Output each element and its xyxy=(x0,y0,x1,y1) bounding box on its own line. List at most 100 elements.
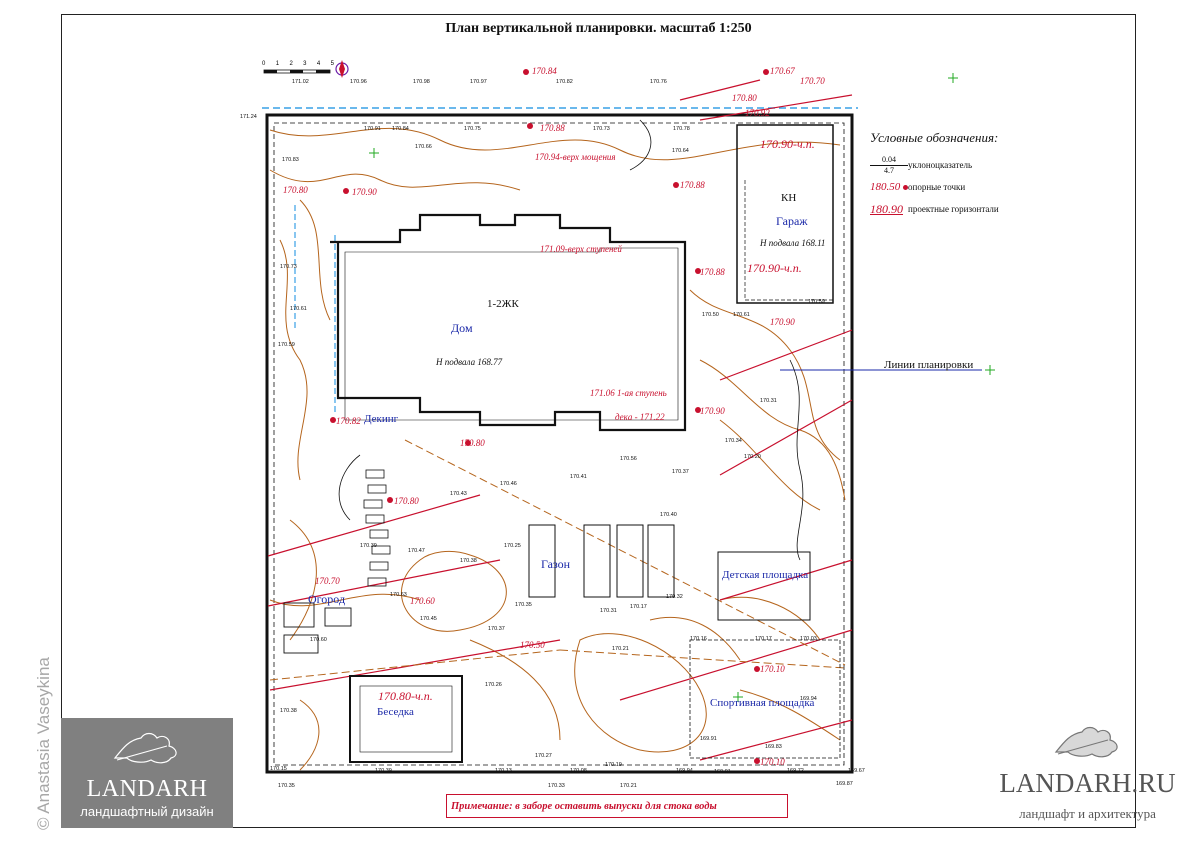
svg-text:169.91: 169.91 xyxy=(700,736,717,742)
svg-text:171.24: 171.24 xyxy=(240,114,257,120)
drain-lines xyxy=(269,439,846,681)
svg-text:170.61: 170.61 xyxy=(733,312,750,318)
lawn-label: Газон xyxy=(541,557,571,571)
legend-point-label: опорные точки xyxy=(908,182,966,192)
scale-tick: 2 xyxy=(289,61,293,67)
note-frame xyxy=(446,794,788,818)
svg-text:170.21: 170.21 xyxy=(620,783,637,789)
sport-area-outline xyxy=(689,639,841,759)
legend-slope-bottom: 4.7 xyxy=(884,165,894,175)
svg-text:170.35: 170.35 xyxy=(515,602,532,608)
svg-text:169.67: 169.67 xyxy=(848,768,865,774)
drawing-sheet: План вертикальной планировки. масштаб 1:… xyxy=(61,14,1136,828)
svg-text:170.33: 170.33 xyxy=(548,783,565,789)
svg-text:170.32: 170.32 xyxy=(666,594,683,600)
steps-top-mark-2: 171.09-верх ступеней xyxy=(540,244,622,254)
svg-text:170.26: 170.26 xyxy=(485,682,502,688)
svg-text:170.10: 170.10 xyxy=(760,757,785,767)
contour-lines xyxy=(269,127,846,771)
svg-text:170.08: 170.08 xyxy=(570,768,587,774)
svg-text:169.94: 169.94 xyxy=(800,696,817,702)
svg-text:170.90: 170.90 xyxy=(352,187,377,197)
svg-text:170.73: 170.73 xyxy=(280,264,297,270)
svg-text:170.40: 170.40 xyxy=(660,512,677,518)
svg-text:170.88: 170.88 xyxy=(540,123,565,133)
svg-text:170.43: 170.43 xyxy=(450,491,467,497)
svg-text:170.47: 170.47 xyxy=(408,548,425,554)
svg-text:171.02: 171.02 xyxy=(292,79,309,85)
svg-text:170.84: 170.84 xyxy=(532,66,557,76)
svg-text:170.19: 170.19 xyxy=(605,762,622,768)
svg-text:170.56: 170.56 xyxy=(620,456,637,462)
svg-text:170.78: 170.78 xyxy=(673,126,690,132)
svg-text:170.66: 170.66 xyxy=(415,144,432,150)
svg-text:169.91: 169.91 xyxy=(714,769,731,775)
svg-text:169.72: 169.72 xyxy=(787,768,804,774)
brand-right-name: LANDARH.RU xyxy=(999,768,1176,798)
playground-outline xyxy=(717,551,811,621)
svg-text:170.80: 170.80 xyxy=(460,438,485,448)
svg-text:170.10: 170.10 xyxy=(760,664,785,674)
brand-left: LANDARH ландшафтный дизайн xyxy=(61,718,233,828)
svg-text:170.03: 170.03 xyxy=(800,636,817,642)
garden-beds xyxy=(283,602,352,654)
house-code: 1-2ЖК xyxy=(487,298,519,310)
garage-ground-mark: Н подвала 168.11 xyxy=(760,238,826,248)
oak-leaf-icon xyxy=(113,732,177,764)
scale-tick: 5 xyxy=(330,61,334,67)
svg-text:170.15: 170.15 xyxy=(270,766,287,772)
planning-lines-label: Линии планировки xyxy=(884,359,974,371)
brand-right-sub: ландшафт и архитектура xyxy=(1019,806,1156,821)
svg-text:170.45: 170.45 xyxy=(420,616,437,622)
svg-text:170.75: 170.75 xyxy=(464,126,481,132)
svg-text:170.83: 170.83 xyxy=(282,157,299,163)
svg-text:170.21: 170.21 xyxy=(612,646,629,652)
plan-title: План вертикальной планировки. масштаб 1:… xyxy=(445,21,752,36)
svg-text:170.82: 170.82 xyxy=(336,416,361,426)
svg-text:170.70: 170.70 xyxy=(800,76,825,86)
svg-text:170.37: 170.37 xyxy=(672,469,689,475)
svg-text:170.16: 170.16 xyxy=(690,636,707,642)
legend-row-horizontals: 180.90 проектные горизонтали xyxy=(870,198,1000,220)
legend-row-slope: 0.04 4.7 уклоноцказатель xyxy=(870,154,1000,176)
legend: Условные обозначения: 0.04 4.7 уклоноцка… xyxy=(870,130,1000,220)
scale-tick: 0 xyxy=(262,61,266,67)
svg-text:170.59: 170.59 xyxy=(278,342,295,348)
svg-text:170.25: 170.25 xyxy=(504,543,521,549)
svg-text:170.50: 170.50 xyxy=(702,312,719,318)
svg-text:170.39: 170.39 xyxy=(375,768,392,774)
red-dot-icon xyxy=(903,185,908,190)
legend-slope-top: 0.04 xyxy=(870,155,908,166)
svg-text:170.88: 170.88 xyxy=(680,180,705,190)
garden-label: Огород xyxy=(308,592,346,606)
gazebo-level: 170.80-ч.п. xyxy=(378,689,433,703)
svg-text:170.97: 170.97 xyxy=(470,79,487,85)
site-boundary xyxy=(265,113,854,774)
svg-text:170.60: 170.60 xyxy=(410,596,435,606)
garage-level-top: 170.90-ч.п. xyxy=(760,137,815,151)
copyright-watermark: © Anastasia Vaseykina xyxy=(34,657,53,830)
steps-top-mark: 171.06 1-ая ступень xyxy=(590,388,667,398)
gazebo-label: Беседка xyxy=(377,706,414,718)
house-outline xyxy=(330,213,687,432)
svg-text:170.61: 170.61 xyxy=(290,306,307,312)
deck-top-mark: декa - 171.22 xyxy=(615,412,665,422)
gazebo-outline xyxy=(349,675,463,763)
scale-tick: 3 xyxy=(303,61,307,67)
paving-mark: 170.94-верх мощения xyxy=(535,152,616,162)
oak-leaf-icon xyxy=(1054,726,1118,758)
svg-text:170.27: 170.27 xyxy=(535,753,552,759)
house-ground-mark: Н подвала 168.77 xyxy=(436,357,503,367)
decking-label: Декинг xyxy=(364,413,399,425)
svg-text:170.34: 170.34 xyxy=(725,438,742,444)
garage-level-bottom: 170.90-ч.п. xyxy=(747,261,802,275)
svg-text:170.80: 170.80 xyxy=(283,185,308,195)
svg-text:170.38: 170.38 xyxy=(460,558,477,564)
svg-text:170.82: 170.82 xyxy=(556,79,573,85)
brand-left-name: LANDARH xyxy=(86,776,208,802)
scale-tick: 1 xyxy=(275,61,280,67)
sport-label: Спортивная площадка xyxy=(710,697,815,709)
